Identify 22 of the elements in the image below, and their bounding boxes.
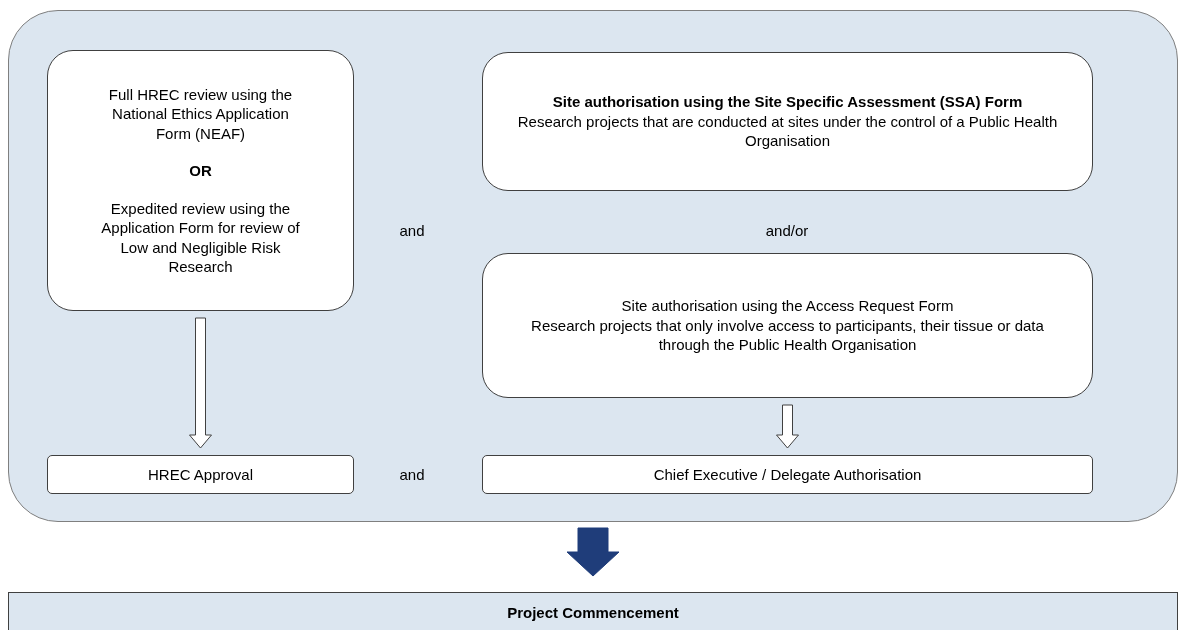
node-text: Site authorisation using the Access Request Form xyxy=(621,296,954,316)
connector-word: and/or xyxy=(764,222,810,239)
process-box xyxy=(47,50,354,311)
node-text: Research projects that only involve access to participants, their tissue or data through the Public Health Organisation xyxy=(530,315,1045,355)
process-box xyxy=(482,52,1093,191)
process-box xyxy=(482,253,1093,398)
node-text: HREC Approval xyxy=(147,464,253,485)
node-text: Chief Executive / Delegate Authorisation xyxy=(653,464,922,485)
result-box xyxy=(482,455,1093,494)
connector-word: and xyxy=(398,222,426,239)
hollow-arrow xyxy=(189,317,212,449)
node-text: Expedited review using the Application Form for review of Low and Negligible Risk Research xyxy=(100,198,301,277)
node-text: Site authorisation using the Site Specific Assessment (SSA) Form xyxy=(552,92,1023,112)
group-panel xyxy=(8,10,1178,522)
node-text: Full HREC review using the National Ethics Application Form (NEAF) xyxy=(107,84,294,143)
connector-word: and xyxy=(398,466,426,483)
node-text: OR xyxy=(189,161,212,181)
hollow-arrow xyxy=(776,404,799,449)
node-text: Research projects that are conducted at sites under the control of a Public Health Organisation xyxy=(516,111,1059,151)
block-arrow xyxy=(566,527,620,577)
result-box xyxy=(47,455,354,494)
node-text: Project Commencement xyxy=(507,603,679,623)
